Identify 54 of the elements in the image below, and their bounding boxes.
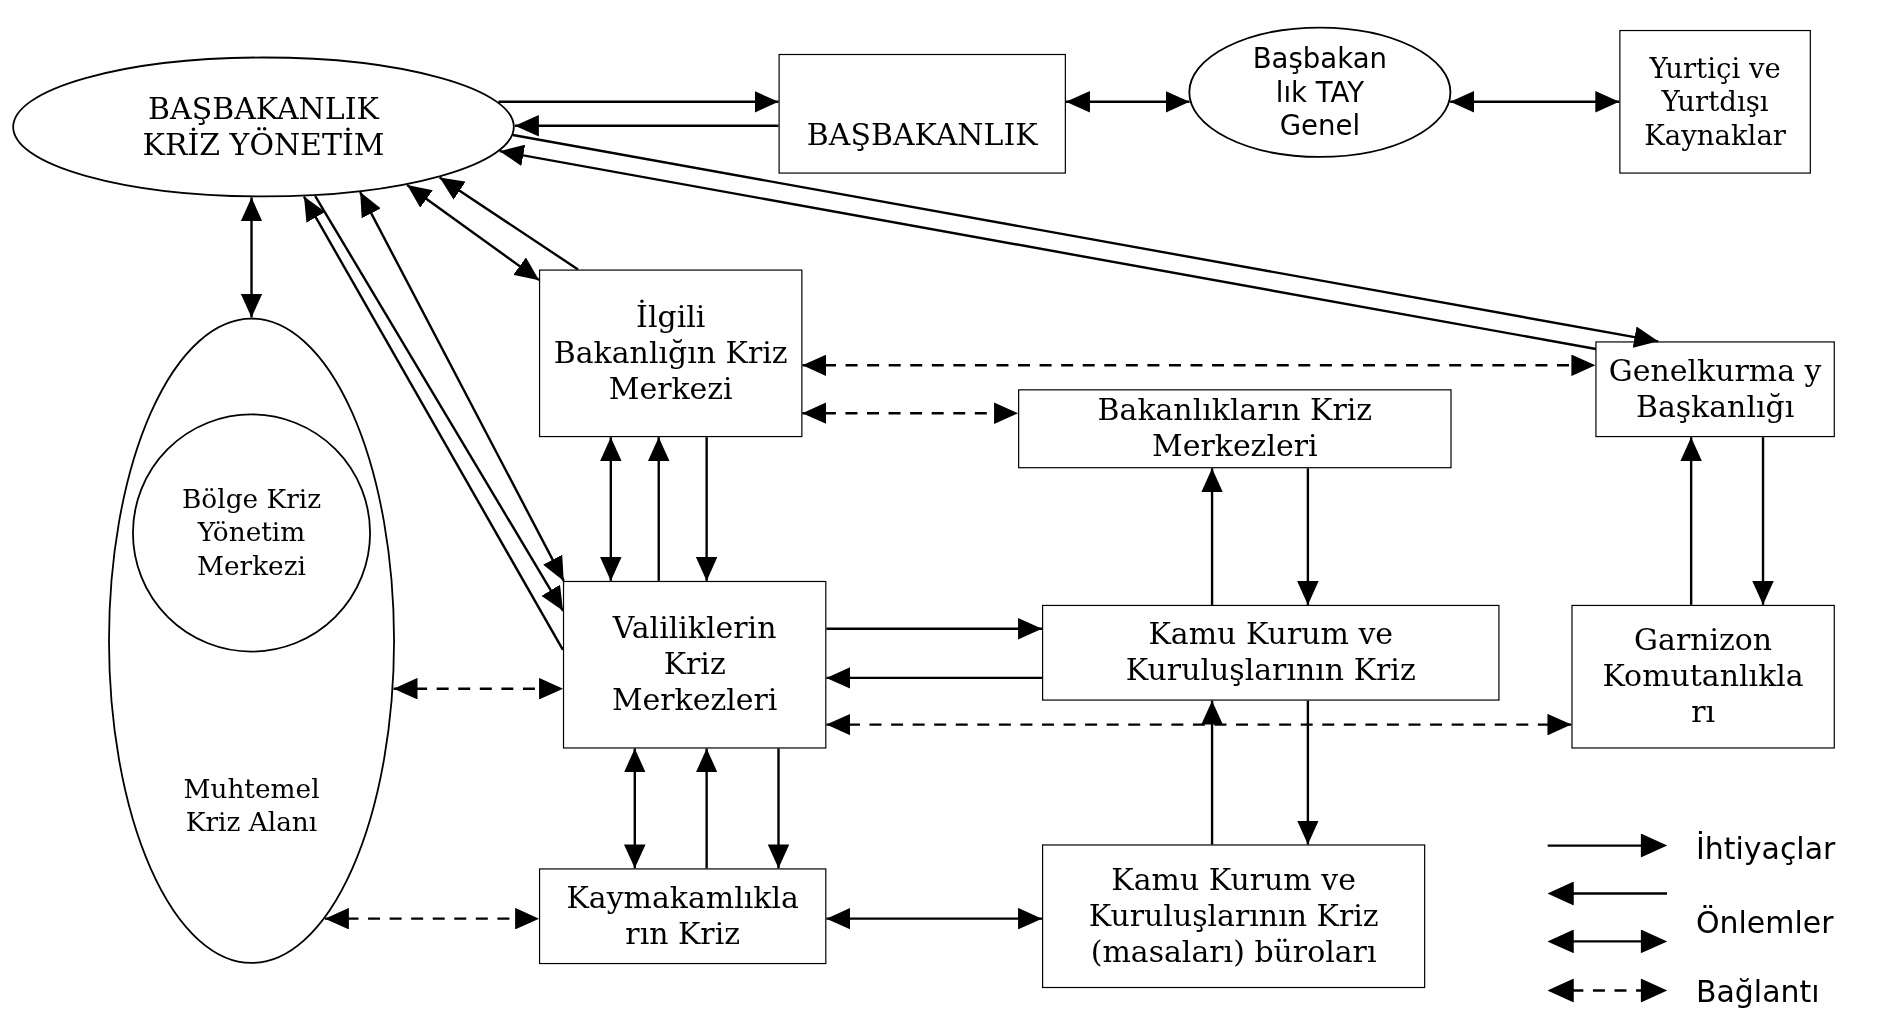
process-box — [538, 269, 803, 438]
node-label: BAŞBAKANLIK — [806, 116, 1038, 154]
node-label: Valiliklerin Kriz Merkezleri — [610, 610, 779, 719]
dashed-arrow — [826, 713, 1572, 736]
process-box — [562, 580, 827, 749]
double-arrow — [240, 197, 263, 318]
process-box — [1042, 604, 1500, 701]
legend-text: Önlemler — [1695, 905, 1834, 941]
legend-text: Bağlantı — [1695, 974, 1820, 1010]
double-arrow — [406, 183, 540, 282]
arrow — [1680, 437, 1702, 605]
arrow — [826, 667, 1042, 689]
node-label: Kaymakamlıkla rın Kriz — [565, 880, 800, 953]
node-label: Yurtiçi ve Yurtdışı Kaynaklar — [1643, 51, 1787, 153]
dashed-arrow — [802, 354, 1596, 377]
legend-text: İhtiyaçlar — [1695, 831, 1836, 866]
double-arrow — [600, 437, 622, 581]
arrow — [498, 91, 779, 113]
node-label: Bölge Kriz Yönetim Merkezi — [181, 482, 323, 583]
process-box — [538, 868, 827, 965]
ellipse-node — [12, 56, 515, 198]
arrow — [695, 748, 718, 869]
circle-node — [131, 413, 372, 653]
node-label: Başbakan lık TAY Genel — [1251, 42, 1388, 143]
double-arrow — [359, 191, 565, 582]
arrow — [1752, 437, 1774, 605]
process-box — [1042, 844, 1426, 989]
arrow — [514, 115, 779, 137]
arrow — [695, 437, 718, 581]
arrow — [1297, 700, 1319, 845]
arrow — [1201, 700, 1223, 845]
double-arrow — [826, 907, 1042, 930]
arrow — [1297, 468, 1319, 605]
arrow — [767, 748, 790, 869]
node-label: İlgili Bakanlığın Kriz Merkezi — [552, 299, 789, 408]
ellipse-node — [1188, 26, 1452, 159]
dashed-arrow — [393, 677, 564, 700]
node-label: Garnizon Komutanlıkla rı — [1601, 622, 1805, 731]
node-label: Muhtemel Kriz Alanı — [182, 772, 321, 840]
dashed-arrow — [324, 907, 540, 930]
node-label: BAŞBAKANLIK KRİZ YÖNETİM — [141, 91, 386, 163]
arrow — [1201, 468, 1223, 605]
arrow — [826, 618, 1042, 640]
dashed-arrow — [802, 402, 1019, 424]
arrow — [647, 437, 670, 581]
arrow — [439, 176, 579, 271]
node-label: Bakanlıkların Kriz Merkezleri — [1096, 392, 1374, 465]
double-arrow — [1065, 91, 1190, 113]
double-arrow — [624, 748, 646, 869]
node-label: Kamu Kurum ve Kuruluşlarının Kriz (masaları) büroları — [1087, 862, 1380, 971]
node-label: Genelkurma y Başkanlığı — [1607, 353, 1823, 426]
ellipse-node — [107, 317, 396, 965]
double-arrow — [1450, 91, 1620, 113]
node-label: Kamu Kurum ve Kuruluşlarının Kriz — [1124, 616, 1417, 689]
